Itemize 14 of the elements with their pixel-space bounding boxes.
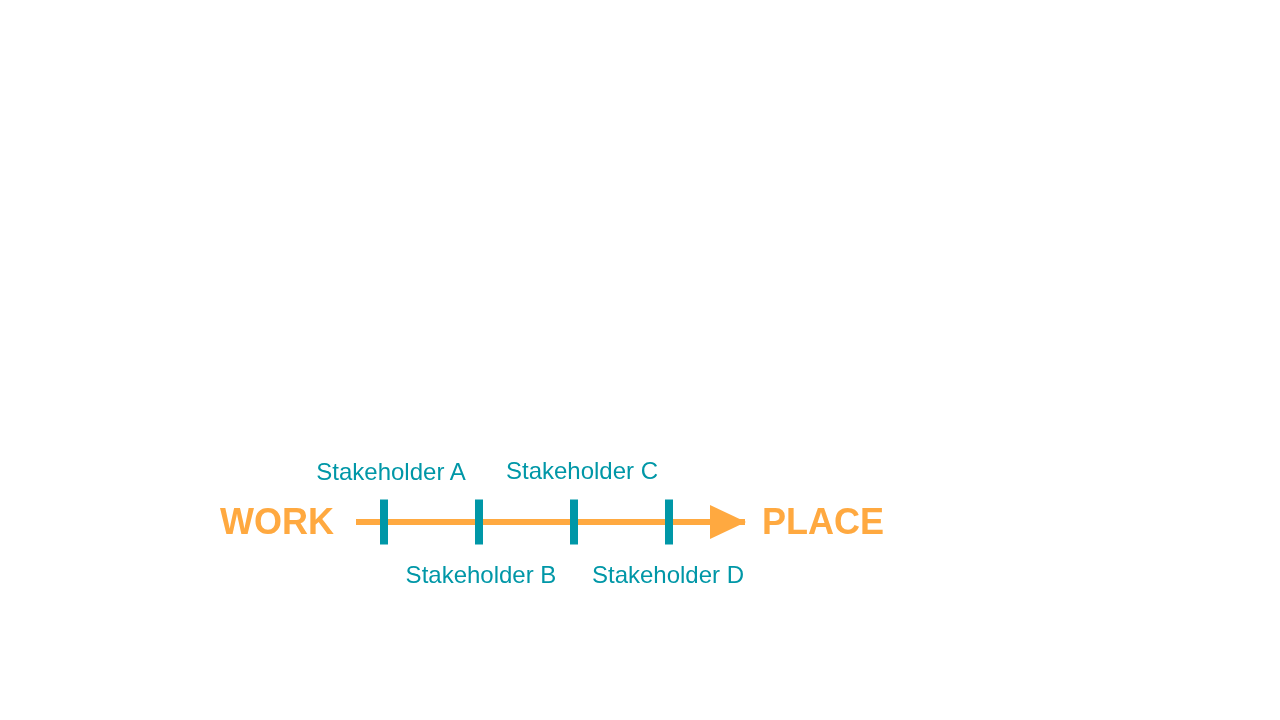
timeline-line bbox=[388, 519, 475, 525]
tick-mark bbox=[665, 499, 673, 545]
tick-mark bbox=[475, 499, 483, 545]
tick-mark bbox=[380, 499, 388, 545]
stakeholder-label: Stakeholder C bbox=[505, 456, 659, 486]
tick-mark bbox=[570, 499, 578, 545]
stakeholder-label: Stakeholder D bbox=[591, 560, 745, 590]
stakeholder-label: Stakeholder B bbox=[405, 560, 557, 590]
timeline-line bbox=[483, 519, 570, 525]
endpoint-label: PLACE bbox=[762, 504, 884, 540]
arrow bbox=[673, 505, 746, 539]
stakeholder-label: Stakeholder A bbox=[316, 457, 466, 487]
timeline-line bbox=[578, 519, 665, 525]
endpoint-label: WORK bbox=[220, 504, 334, 540]
